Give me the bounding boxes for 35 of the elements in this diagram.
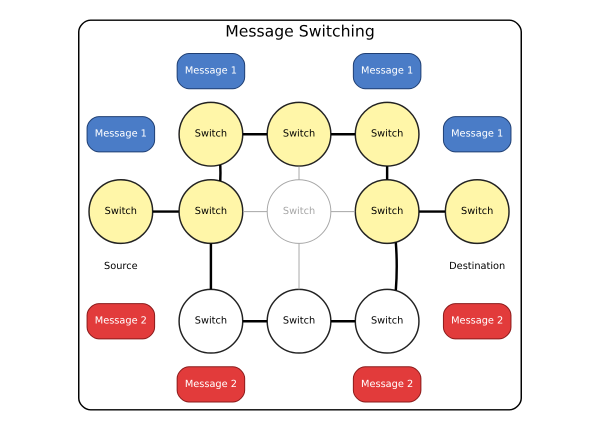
node-circle: Switch [178,102,244,167]
node-label: Destination [449,260,506,272]
connector [219,164,222,182]
node-box: Message 1 [176,52,246,90]
connector [242,211,268,212]
node-circle: Switch [354,179,420,244]
node-box: Message 2 [176,366,246,402]
node-label: Source [104,260,138,272]
node-box: Message 2 [86,303,156,340]
node-circle: Switch [178,288,244,354]
connector [298,243,300,290]
node-circle: Switch [266,102,332,167]
connector [386,166,388,180]
connector [331,133,356,136]
connector [331,320,356,322]
connector [242,133,268,136]
node-box: Message 1 [442,116,512,152]
node-circle: Switch [266,179,332,244]
connector [152,210,179,213]
node-circle: Switch [354,102,420,167]
connector [210,244,212,290]
connector [419,210,445,213]
node-box: Message 1 [86,116,156,152]
node-box: Message 2 [352,366,422,402]
node-box: Message 1 [352,52,422,90]
node-circle: Switch [444,179,510,244]
connector [298,166,300,180]
connector [330,211,356,212]
node-circle: Switch [88,179,154,244]
connector [394,242,398,290]
connector [242,320,268,322]
node-circle: Switch [178,179,244,244]
node-circle: Switch [354,288,420,354]
node-circle: Switch [266,288,332,354]
node-box: Message 2 [442,303,512,340]
